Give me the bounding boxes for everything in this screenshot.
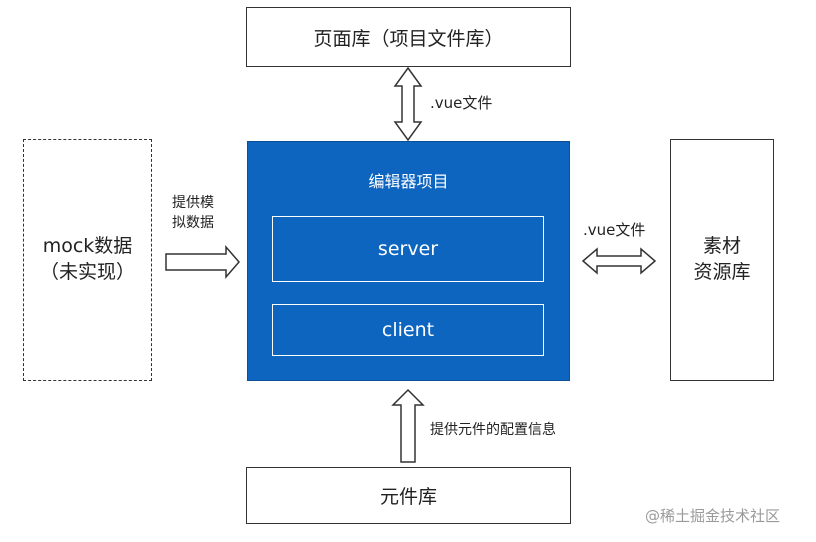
editor-project-title: 编辑器项目 xyxy=(368,172,449,191)
page-library-label: 页面库（项目文件库） xyxy=(313,27,504,50)
editor-project-box: 编辑器项目 server client xyxy=(247,141,570,381)
arrow-editor-assets xyxy=(581,247,657,275)
component-library-label: 元件库 xyxy=(379,486,437,508)
client-box: client xyxy=(272,304,544,356)
left-edge-label: 提供模 拟数据 xyxy=(172,193,214,234)
arrow-components-editor xyxy=(391,388,425,463)
bottom-edge-label: 提供元件的配置信息 xyxy=(430,422,556,438)
arrow-mock-editor xyxy=(165,244,240,280)
left-edge-label-line1: 提供模 xyxy=(172,195,214,211)
page-library-box: 页面库（项目文件库） xyxy=(246,7,571,67)
assets-library-label-line2: 资源库 xyxy=(693,261,751,283)
client-label: client xyxy=(381,319,435,341)
server-box: server xyxy=(272,216,544,282)
left-edge-label-line2: 拟数据 xyxy=(172,215,214,232)
server-label: server xyxy=(377,238,439,260)
mock-data-box: mock数据 （未实现） xyxy=(23,139,152,381)
mock-data-label: mock数据 xyxy=(42,235,133,258)
assets-library-label-line1: 素材 xyxy=(702,235,741,258)
watermark: @稀土掘金技术社区 xyxy=(645,507,781,525)
top-edge-label: .vue文件 xyxy=(430,94,493,112)
arrow-page-lib-editor xyxy=(393,66,423,142)
assets-library-box: 素材 资源库 xyxy=(670,139,774,381)
component-library-box: 元件库 xyxy=(246,467,571,524)
mock-data-sublabel: （未实现） xyxy=(39,261,135,283)
right-edge-label: .vue文件 xyxy=(583,221,646,239)
